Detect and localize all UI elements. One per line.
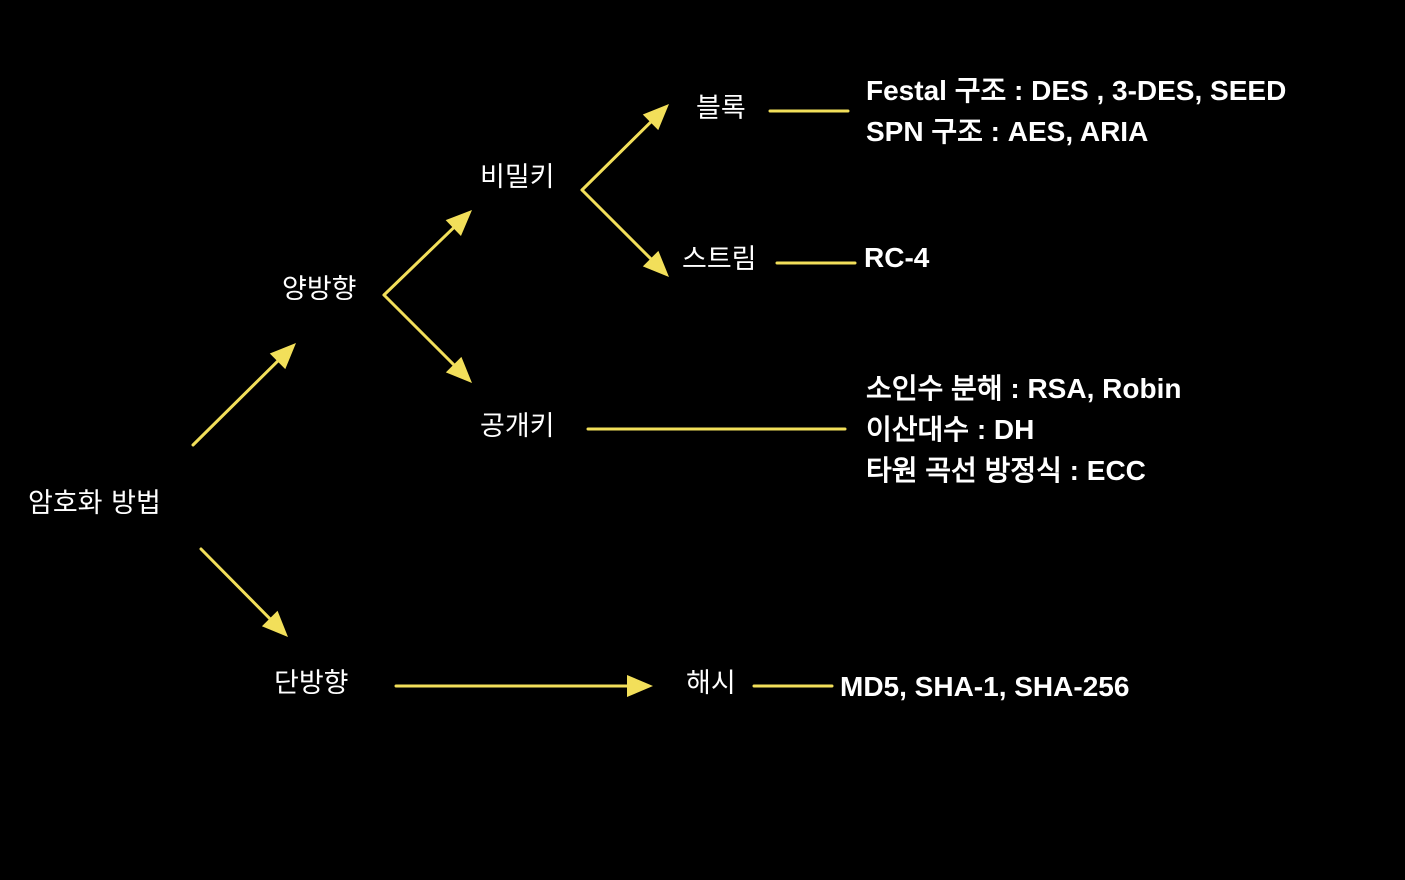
desc-block: Festal 구조 : DES , 3-DES, SEED SPN 구조 : A…: [866, 70, 1286, 152]
arrow-unidirectional-to-hash: [394, 675, 653, 697]
desc-stream: RC-4: [864, 237, 929, 278]
connectors: [191, 104, 857, 697]
node-block: 블록: [696, 93, 746, 124]
arrow-secret-key-to-stream: [580, 188, 669, 277]
desc-block-line-1: Festal 구조 : DES , 3-DES, SEED: [866, 75, 1287, 106]
node-hash: 해시: [686, 668, 736, 699]
desc-hash: MD5, SHA-1, SHA-256: [840, 666, 1129, 707]
node-secret-key: 비밀키: [480, 162, 555, 193]
arrow-bidirectional-to-secret-key: [382, 210, 472, 297]
desc-stream-line-1: RC-4: [864, 242, 930, 273]
desc-public-key-line-3: 타원 곡선 방정식 : ECC: [866, 455, 1146, 486]
node-stream: 스트림: [682, 244, 757, 275]
arrow-bidirectional-to-public-key: [382, 293, 472, 383]
desc-public-key-line-1: 소인수 분해 : RSA, Robin: [866, 373, 1182, 404]
arrow-root-to-bidirectional: [191, 343, 296, 447]
desc-block-line-2: SPN 구조 : AES, ARIA: [866, 116, 1149, 147]
node-root: 암호화 방법: [28, 488, 161, 519]
arrow-secret-key-to-block: [580, 104, 669, 192]
node-public-key: 공개키: [480, 411, 555, 442]
arrow-root-to-unidirectional: [199, 547, 288, 637]
desc-public-key: 소인수 분해 : RSA, Robin 이산대수 : DH 타원 곡선 방정식 …: [866, 368, 1181, 491]
desc-public-key-line-2: 이산대수 : DH: [866, 414, 1035, 445]
desc-hash-line-1: MD5, SHA-1, SHA-256: [840, 671, 1130, 702]
node-bidirectional: 양방향: [282, 274, 357, 305]
node-unidirectional: 단방향: [274, 668, 349, 699]
